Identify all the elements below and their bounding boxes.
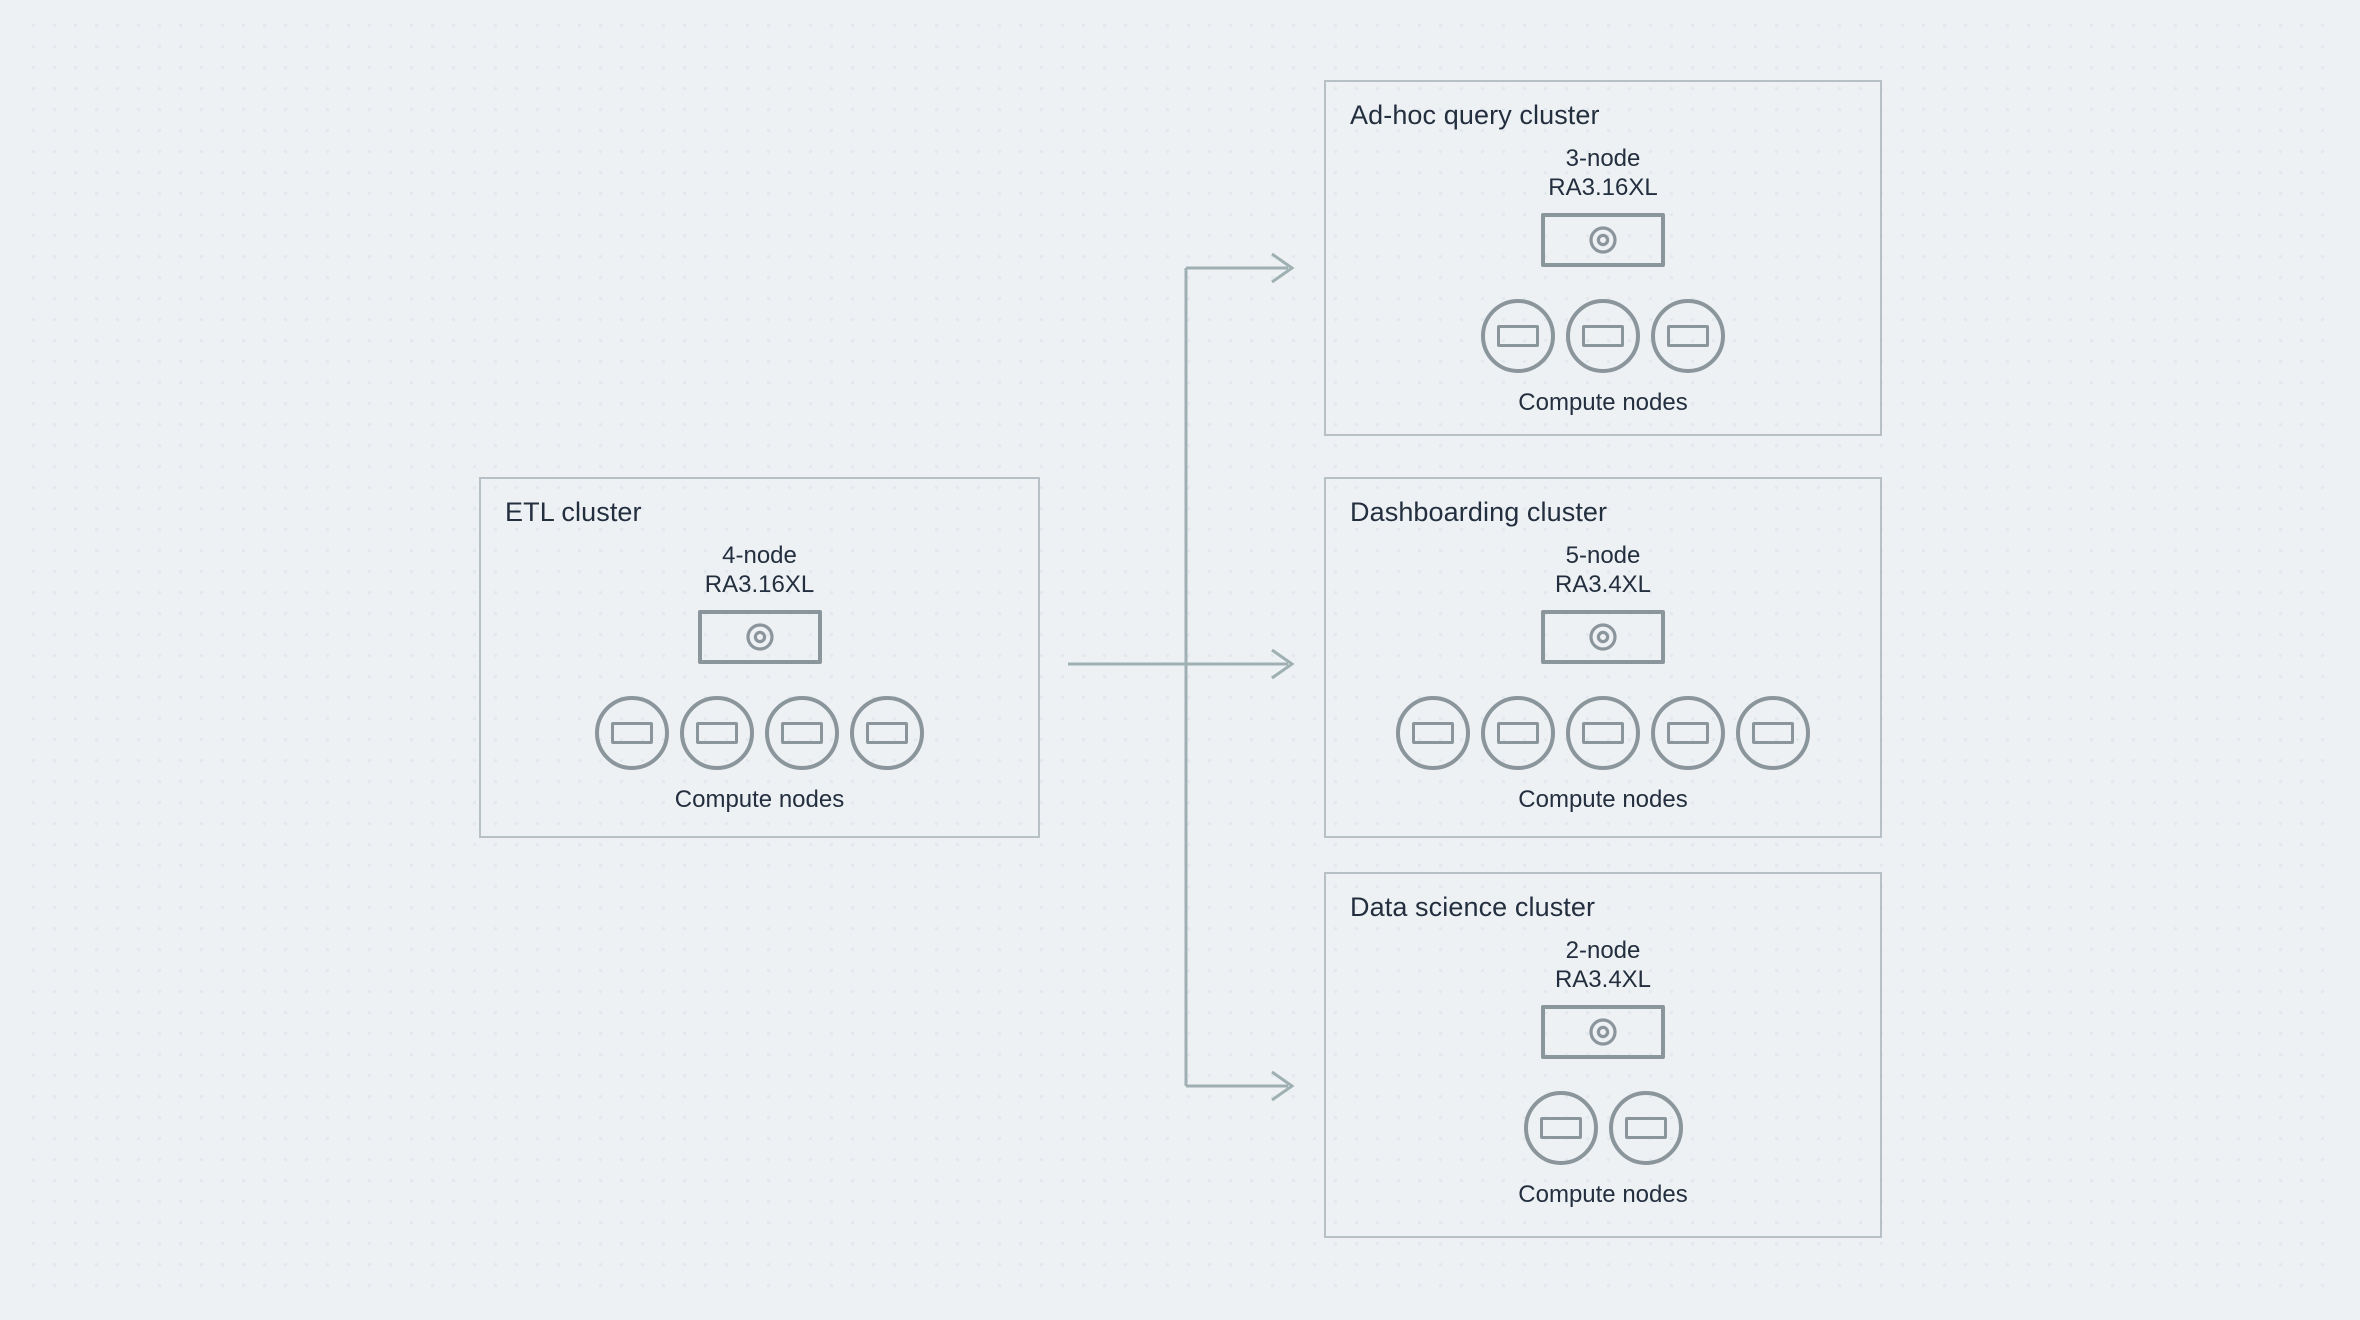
compute-node-inner-rect [1412,722,1454,744]
compute-node-inner-rect [696,722,738,744]
compute-node-inner-rect [1667,722,1709,744]
compute-node-inner-rect [1667,325,1709,347]
cluster-node-type-dashboarding: RA3.4XL [1554,571,1652,598]
cluster-node-type-adhoc: RA3.16XL [1548,174,1658,201]
leader-node-icon-dashboarding[interactable] [1541,610,1665,664]
compute-node-icon[interactable] [1481,696,1555,770]
cluster-spec-dashboarding: 5-node RA3.4XL [1555,541,1651,599]
compute-node-icon[interactable] [1736,696,1810,770]
cluster-node-type-datascience: RA3.4XL [1554,966,1652,993]
compute-nodes-label-etl: Compute nodes [674,786,845,813]
compute-node-icon[interactable] [1608,1091,1683,1165]
cluster-body-etl: 4-node RA3.16XL Compute nodes [481,541,1038,814]
compute-node-inner-rect [781,722,823,744]
compute-node-row-dashboarding [1396,696,1810,770]
cluster-body-adhoc: 3-node RA3.16XL Compute nodes [1326,144,1880,417]
compute-node-inner-rect [1624,1117,1667,1139]
compute-node-inner-rect [1752,722,1794,744]
cluster-title-adhoc: Ad-hoc query cluster [1350,100,1600,130]
compute-node-icon[interactable] [680,696,754,770]
cluster-body-dashboarding: 5-node RA3.4XL Compute nodes [1326,541,1880,814]
cluster-spec-datascience: 2-node RA3.4XL [1555,936,1651,994]
compute-node-icon[interactable] [850,696,924,770]
cluster-box-dashboarding[interactable]: Dashboarding cluster 5-node RA3.4XL Comp… [1324,477,1882,838]
cluster-title-dashboarding: Dashboarding cluster [1350,497,1608,527]
cluster-node-type-etl: RA3.16XL [704,571,815,598]
compute-node-icon[interactable] [1396,696,1470,770]
compute-node-icon[interactable] [1523,1091,1598,1165]
leader-node-glyph [1589,1018,1617,1046]
compute-node-icon[interactable] [1651,299,1725,373]
cluster-spec-etl: 4-node RA3.16XL [705,541,814,599]
compute-node-inner-rect [1582,325,1624,347]
cluster-spec-adhoc: 3-node RA3.16XL [1548,144,1657,202]
compute-node-icon[interactable] [765,696,839,770]
compute-node-row-etl [595,696,924,770]
compute-nodes-label-datascience: Compute nodes [1518,1181,1688,1208]
compute-node-icon[interactable] [1566,299,1640,373]
compute-node-icon[interactable] [1566,696,1640,770]
compute-node-icon[interactable] [1651,696,1725,770]
leader-node-icon-etl[interactable] [697,610,822,664]
cluster-box-datascience[interactable]: Data science cluster 2-node RA3.4XL Comp… [1324,872,1882,1238]
leader-node-icon-adhoc[interactable] [1541,213,1665,267]
compute-nodes-label-dashboarding: Compute nodes [1518,786,1688,813]
leader-node-glyph [745,623,774,651]
compute-node-icon[interactable] [595,696,669,770]
compute-node-inner-rect [1582,722,1624,744]
compute-node-row-adhoc [1481,299,1725,373]
cluster-node-count-datascience: 2-node [1565,937,1641,964]
diagram-canvas [28,20,2340,1300]
cluster-node-count-adhoc: 3-node [1565,145,1641,172]
compute-node-icon[interactable] [1481,299,1555,373]
cluster-box-etl[interactable]: ETL cluster 4-node RA3.16XL Compute node… [479,477,1040,838]
compute-node-inner-rect [611,722,653,744]
compute-node-inner-rect [1497,325,1539,347]
cluster-title-datascience: Data science cluster [1350,892,1596,922]
compute-nodes-label-adhoc: Compute nodes [1518,389,1688,416]
compute-node-inner-rect [866,722,908,744]
cluster-node-count-dashboarding: 5-node [1565,542,1641,569]
cluster-body-datascience: 2-node RA3.4XL Compute nodes [1326,936,1880,1209]
compute-node-inner-rect [1539,1117,1582,1139]
cluster-node-count-etl: 4-node [722,542,797,569]
leader-node-glyph [1589,623,1617,651]
compute-node-inner-rect [1497,722,1539,744]
cluster-title-etl: ETL cluster [505,497,642,527]
cluster-box-adhoc[interactable]: Ad-hoc query cluster 3-node RA3.16XL Com… [1324,80,1882,436]
leader-node-glyph [1589,226,1617,254]
leader-node-icon-datascience[interactable] [1541,1005,1665,1059]
compute-node-row-datascience [1523,1091,1683,1165]
